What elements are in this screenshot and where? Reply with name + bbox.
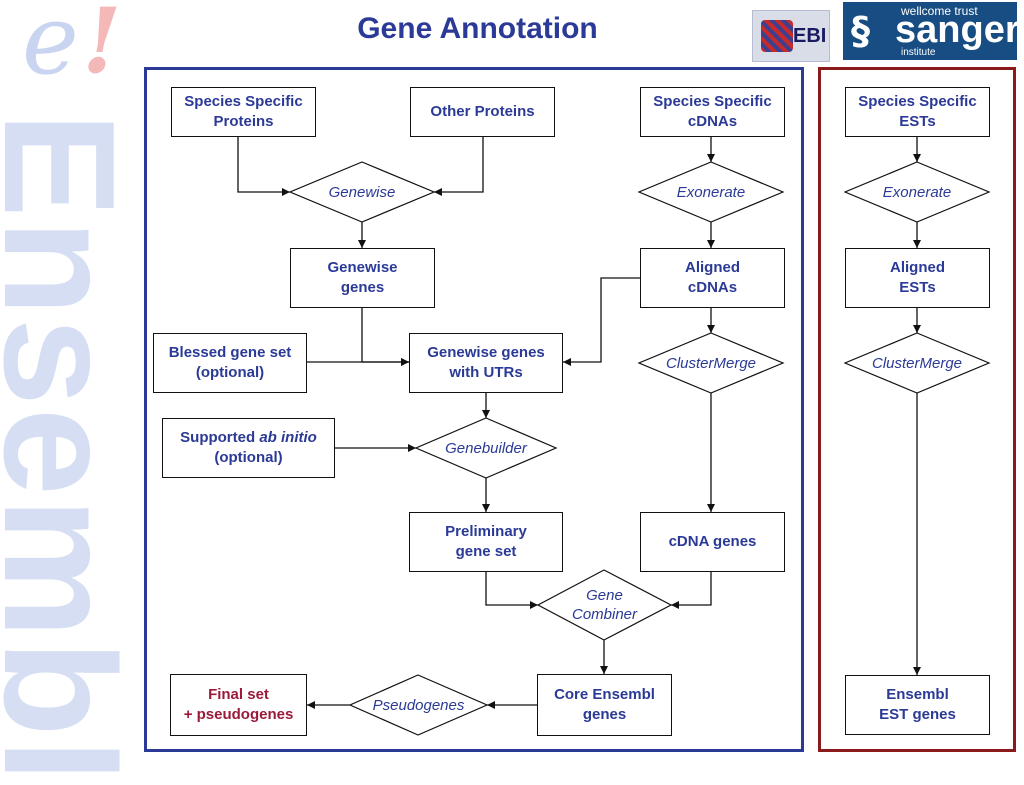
connector-prelim-combiner [485, 572, 538, 609]
connector-genes-utrs [361, 308, 409, 366]
gene-annotation-frame [144, 67, 804, 752]
diamond-exonerate-est [843, 161, 991, 223]
ebi-logo-text: EBI [793, 25, 827, 47]
ensembl-exclaim-watermark: ! [82, 0, 122, 94]
clustermerge-cdna-label: ClusterMerge [665, 354, 757, 372]
sanger-logo-bottom-text: institute [901, 47, 936, 58]
diamond-genebuilder [414, 417, 558, 479]
diamond-clustermerge-est [843, 332, 991, 394]
pseudogenes-label: Pseudogenes [372, 696, 465, 714]
supported-ab-initio-box: Supported ab initio(optional) [162, 418, 335, 478]
diamond-genecombiner [536, 569, 673, 641]
ebi-logo: EBI [752, 10, 830, 62]
other-proteins-box: Other Proteins [410, 87, 555, 137]
connector-proteins-genewise [237, 137, 290, 196]
diamond-pseudogenes [348, 674, 489, 736]
diamond-genewise [288, 161, 436, 223]
exonerate-cdna-label: Exonerate [676, 183, 746, 201]
connector-otherproteins-genewise [434, 137, 484, 196]
ebi-cube-icon [761, 20, 793, 52]
genewise-label: Genewise [328, 183, 396, 201]
genebuilder-label: Genebuilder [445, 439, 527, 457]
ensembl-e-watermark: e [22, 0, 79, 96]
dna-helix-icon: § [851, 9, 870, 53]
diamond-exonerate-cdna [637, 161, 785, 223]
connector-aligned-utrs [563, 277, 640, 366]
clustermerge-est-label: ClusterMerge [871, 354, 963, 372]
flow-connectors [237, 137, 991, 736]
final-set-box: Final set+ pseudogenes [170, 674, 307, 736]
est-annotation-frame [818, 67, 1016, 752]
sanger-logo-name: sanger [895, 9, 1020, 51]
connector-cdnagenes-combiner [671, 572, 712, 609]
sanger-logo-top-text: wellcome trust [901, 4, 978, 18]
cdna-genes-box: cDNA genes [640, 512, 785, 572]
sanger-logo: § wellcome trust sanger institute [843, 2, 1020, 60]
exonerate-est-label: Exonerate [882, 183, 952, 201]
page-title: Gene Annotation [357, 12, 598, 45]
diamond-clustermerge-cdna [637, 332, 785, 394]
blessed-gene-set-box: Blessed gene set(optional) [153, 333, 307, 393]
